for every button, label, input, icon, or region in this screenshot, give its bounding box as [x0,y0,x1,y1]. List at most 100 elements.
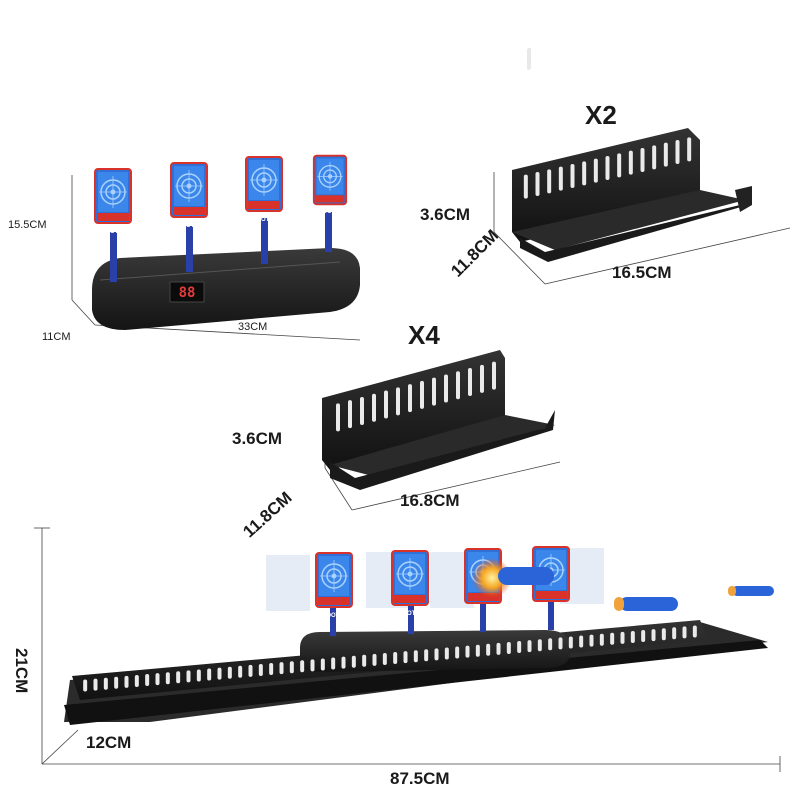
rail-slot [176,671,181,684]
rail-slot [558,637,563,650]
target-label: SHOOTING [97,229,129,235]
target-label: SHOOTING [318,613,350,619]
rail-slot [640,148,645,172]
rail-slots [527,47,531,70]
rail-slot [289,661,294,674]
rail-slot [83,679,88,692]
height-label-b: 3.6CM [420,205,471,224]
rail-slot [579,635,584,648]
rail-slot [403,651,408,664]
rail-slot [434,648,439,661]
rail-slot [248,664,253,677]
rail-slot [496,642,501,655]
rail-slot [486,643,491,656]
rail-slot [593,158,598,183]
rail-slot [558,166,563,191]
rail-slot [145,674,150,687]
rail-slot [475,644,480,657]
rail-floor [330,415,555,478]
rail-slot [382,652,387,665]
length-dimension-line-c [351,461,561,511]
depth-dimension-line-a [71,299,96,326]
rail-slot [393,652,398,665]
target-post [325,212,332,252]
rail-floor [512,190,745,250]
rail-slot [628,150,633,175]
rail-section-long [322,350,561,511]
rail-slot [103,677,108,690]
rail-slot [269,663,274,676]
depth-dimension-line-c [324,467,353,511]
rail-slot [605,156,610,180]
rail-slot [155,673,160,686]
shooting-target [94,168,132,224]
rail-slot [372,393,376,422]
rail-slot [687,137,692,162]
rail-slot [124,675,129,688]
rail-slot [468,368,472,397]
foam-dart [498,567,554,585]
quantity-label-b: X2 [585,100,617,130]
shooting-target [312,154,348,206]
rail-slot [617,153,622,178]
rail-slot [492,361,496,390]
rail-slot [396,387,400,416]
full-assembly: SHOOTING SHOOTING [34,527,781,772]
width-label-a: 33CM [238,321,268,333]
rail-slot [570,164,575,188]
height-label-c: 3.6CM [232,429,283,448]
score-display [169,281,205,303]
assembly-length-label: 87.5CM [390,769,450,788]
rail-slot [134,674,139,687]
height-label-a: 15.5CM [8,219,47,231]
rail-slot [444,647,449,660]
rail-slot [372,653,377,666]
rail-slot [506,641,511,654]
rail-slot [480,364,484,393]
rail-slot [114,676,119,689]
foam-dart [614,597,678,611]
assembly-depth-label: 12CM [86,733,132,752]
rail-slot [341,656,346,669]
rail-slot [186,670,191,683]
rail-slot [413,650,418,663]
assembly-height-label: 21CM [12,648,31,694]
rail-slot [535,172,540,196]
rail-slot [465,645,470,658]
rail-slot [641,630,646,643]
rail-slot [238,665,243,678]
quantity-label-c: X4 [408,320,440,350]
shooting-target [245,156,283,212]
rail-slot [620,631,625,644]
rail-slot [320,658,325,671]
rail-front-wall [520,188,750,262]
rail-slot [527,640,532,653]
rail-slot [93,678,98,691]
depth-dimension-line-b [493,231,546,285]
depth-label-a: 11CM [42,331,71,343]
rail-slot [444,374,448,403]
score-display-digits: 88 [179,285,196,301]
rail-slot [455,646,460,659]
rail-slot [384,390,388,419]
rail-slot [661,628,666,641]
rail-slot [360,396,364,425]
rail-slot [432,377,436,406]
rail-slot [310,659,315,672]
target-label: SHOOTING [394,611,426,617]
rail-slot [331,657,336,670]
length-label-b: 16.5CM [612,263,672,282]
rail-slot [165,672,170,685]
rail-slot [207,668,212,681]
target-post [330,598,336,636]
rail-slot [217,667,222,680]
rail-slot [547,169,552,194]
target-post [261,218,268,264]
shooting-target [170,162,208,218]
target-post [408,598,414,634]
rail-slot [523,174,528,199]
rail-end-clip [735,186,752,212]
rail-slot [568,636,573,649]
rail-slot [682,626,687,639]
rail-slot [258,663,263,676]
